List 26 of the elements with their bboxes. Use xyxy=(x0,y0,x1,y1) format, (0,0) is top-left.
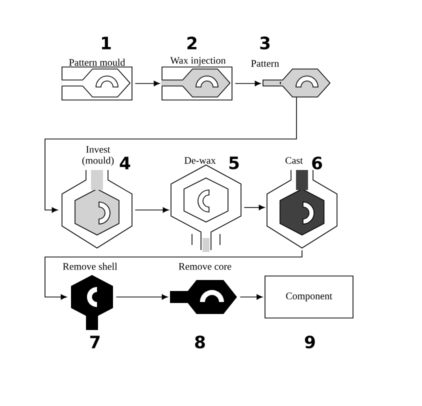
arrow xyxy=(44,96,297,213)
arrow xyxy=(240,294,263,300)
step-label: Wax injection xyxy=(170,57,226,66)
step-label: De-wax xyxy=(184,157,216,164)
step-number: 2 xyxy=(187,36,196,50)
step-number: 9 xyxy=(304,336,315,348)
step-number: 7 xyxy=(90,336,100,348)
step-number: 5 xyxy=(229,156,239,170)
step-label: Invest (mould) xyxy=(82,146,114,166)
component-box: Component xyxy=(264,276,354,318)
step-number: 8 xyxy=(195,336,205,348)
step-number: 1 xyxy=(102,36,111,50)
arrow xyxy=(134,80,160,86)
arrow xyxy=(234,80,261,86)
arrow xyxy=(244,204,265,210)
arrow xyxy=(116,294,168,300)
step-label: Pattern xyxy=(251,60,280,67)
step-number: 4 xyxy=(120,156,130,170)
step-label: Remove core xyxy=(178,263,232,270)
step-label: Pattern mould xyxy=(69,58,126,66)
step-label: Cast xyxy=(286,157,303,164)
step-number: 6 xyxy=(312,156,322,170)
step-number: 3 xyxy=(260,36,270,50)
step-label: Remove shell xyxy=(62,262,118,270)
arrow xyxy=(44,250,302,300)
arrow xyxy=(134,207,169,213)
